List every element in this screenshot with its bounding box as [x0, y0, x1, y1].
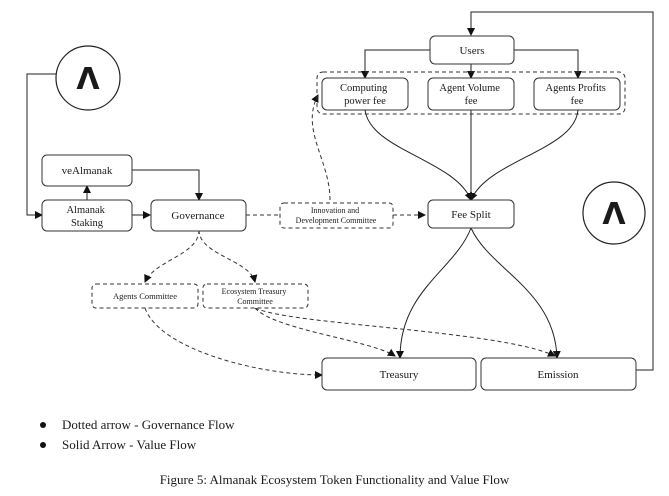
node-agents-profits-fee-label: Agents Profits fee [546, 83, 609, 107]
almanak-logo-right [582, 181, 646, 245]
fee-sources-group [316, 71, 626, 115]
node-fee-split [427, 199, 515, 229]
flow-diagram: Λ Λ Users Computing power fee Agent Volu… [26, 11, 654, 391]
edge-innovation-committee-to-computing-fee [311, 94, 331, 201]
edge-ecosystem-committee-to-emission [254, 307, 556, 357]
edge-users-to-computing-fee [361, 49, 430, 79]
edge-computing-fee-to-fee-split [364, 109, 473, 201]
node-agents-profits-fee [533, 77, 621, 111]
node-users-label: Users [459, 45, 484, 57]
node-almanak-staking [41, 199, 133, 232]
node-innovation-committee [279, 202, 394, 229]
node-almanak-staking-label: Almanak Staking [66, 205, 107, 229]
node-ecosystem-committee [202, 283, 309, 309]
edge-agents-profits-fee-to-fee-split [470, 109, 579, 201]
node-ecosystem-committee-label: Ecosystem Treasury Committee [222, 287, 289, 306]
legend-solid-item: Solid Arrow - Value Flow [40, 437, 196, 453]
edge-agents-committee-to-treasury [144, 307, 323, 379]
node-emission-label: Emission [538, 369, 579, 381]
bullet-icon [40, 422, 46, 428]
node-treasury-label: Treasury [380, 369, 419, 381]
legend-dotted-item: Dotted arrow - Governance Flow [40, 417, 235, 433]
node-vealmanak-label: veAlmanak [62, 165, 113, 177]
legend-solid-label: Solid Arrow - Value Flow [62, 437, 197, 452]
figure-caption: Figure 5: Almanak Ecosystem Token Functi… [159, 472, 510, 487]
node-fee-split-label: Fee Split [451, 209, 490, 221]
edge-governance-to-ecosystem-committee [198, 229, 258, 283]
bullet-icon [40, 442, 46, 448]
edge-fee-split-to-emission [470, 227, 561, 359]
node-governance [150, 199, 247, 232]
edge-users-to-agents-profits-fee [514, 49, 582, 79]
node-governance-label: Governance [171, 210, 224, 222]
node-treasury [321, 357, 477, 391]
edge-ecosystem-committee-to-treasury [254, 307, 396, 357]
logo-glyph-right: Λ [602, 197, 626, 232]
edge-vealmanak-to-governance [132, 169, 203, 201]
logo-glyph-left: Λ [76, 62, 100, 97]
node-agent-volume-fee-label: Agent Volume fee [439, 83, 502, 107]
almanak-logo-left [55, 45, 121, 111]
node-innovation-committee-label: Innovation and Development Committee [296, 206, 377, 225]
node-agents-committee-label: Agents Committee [113, 291, 177, 301]
edge-fee-split-to-treasury [396, 227, 472, 359]
node-users [429, 35, 515, 65]
edge-emission-loop-to-users [467, 11, 654, 371]
node-computing-fee-label: Computing power fee [340, 83, 390, 107]
node-computing-fee [321, 77, 409, 111]
legend-dotted-label: Dotted arrow - Governance Flow [62, 417, 235, 432]
node-agent-volume-fee [427, 77, 515, 111]
node-vealmanak [41, 154, 133, 187]
node-emission [480, 357, 637, 391]
node-agents-committee [91, 283, 199, 309]
edge-governance-to-agents-committee [144, 229, 200, 283]
